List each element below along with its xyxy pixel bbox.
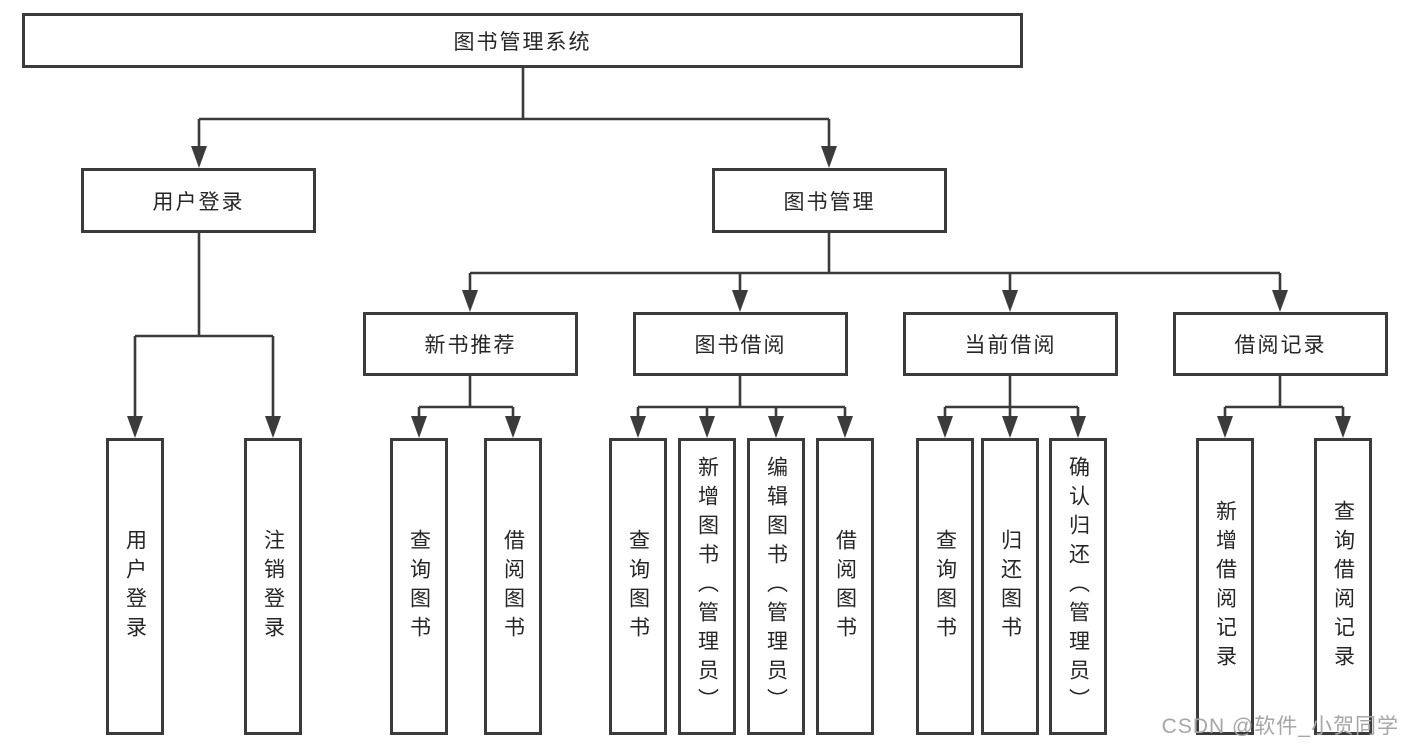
- node-label: 注销登录: [261, 528, 285, 645]
- node-label: 新增借阅记录: [1213, 499, 1237, 674]
- leaf-borrow-books: 借阅图书: [816, 438, 874, 735]
- leaf-recommend-borrow-books: 借阅图书: [484, 438, 542, 735]
- leaf-return-books: 归还图书: [981, 438, 1039, 735]
- node-label: 新书推荐: [424, 334, 517, 357]
- node-label: 归还图书: [998, 528, 1022, 645]
- leaf-current-query-books: 查询图书: [916, 438, 974, 735]
- node-label: 借阅图书: [501, 528, 525, 645]
- node-label: 查询借阅记录: [1331, 499, 1355, 674]
- node-label: 当前借阅: [964, 334, 1057, 357]
- node-label: 借阅图书: [833, 528, 857, 645]
- node-label: 用户登录: [152, 190, 245, 214]
- csdn-watermark: CSDN @软件_小贺同学: [1161, 715, 1399, 738]
- node-library-management-system: 图书管理系统: [22, 13, 1023, 68]
- node-label: 用户登录: [123, 528, 147, 645]
- leaf-add-books-admin: 新增图书（管理员）: [678, 438, 736, 735]
- node-borrowing-records: 借阅记录: [1173, 312, 1388, 376]
- leaf-user-login: 用户登录: [106, 438, 164, 735]
- leaf-confirm-return-admin: 确认归还（管理员）: [1049, 438, 1107, 735]
- leaf-query-borrow-record: 查询借阅记录: [1314, 438, 1372, 735]
- node-book-borrowing: 图书借阅: [633, 312, 848, 376]
- node-label: 查询图书: [626, 528, 650, 645]
- node-label: 图书管理系统: [453, 30, 592, 54]
- node-label: 确认归还（管理员）: [1066, 456, 1090, 717]
- leaf-logout-login: 注销登录: [244, 438, 302, 735]
- leaf-edit-books-admin: 编辑图书（管理员）: [747, 438, 805, 735]
- leaf-recommend-query-books: 查询图书: [390, 438, 448, 735]
- leaf-borrowing-query-books: 查询图书: [609, 438, 667, 735]
- leaf-add-borrow-record: 新增借阅记录: [1196, 438, 1254, 735]
- node-book-management: 图书管理: [712, 168, 947, 233]
- node-user-login: 用户登录: [81, 168, 316, 233]
- node-label: 查询图书: [933, 528, 957, 645]
- node-label: 新增图书（管理员）: [695, 456, 719, 717]
- node-current-borrowing: 当前借阅: [903, 312, 1118, 376]
- node-label: 图书借阅: [694, 334, 787, 357]
- node-label: 编辑图书（管理员）: [764, 456, 788, 717]
- node-label: 图书管理: [783, 190, 876, 214]
- node-label: 借阅记录: [1234, 334, 1327, 357]
- node-label: 查询图书: [407, 528, 431, 645]
- node-new-book-recommend: 新书推荐: [363, 312, 578, 376]
